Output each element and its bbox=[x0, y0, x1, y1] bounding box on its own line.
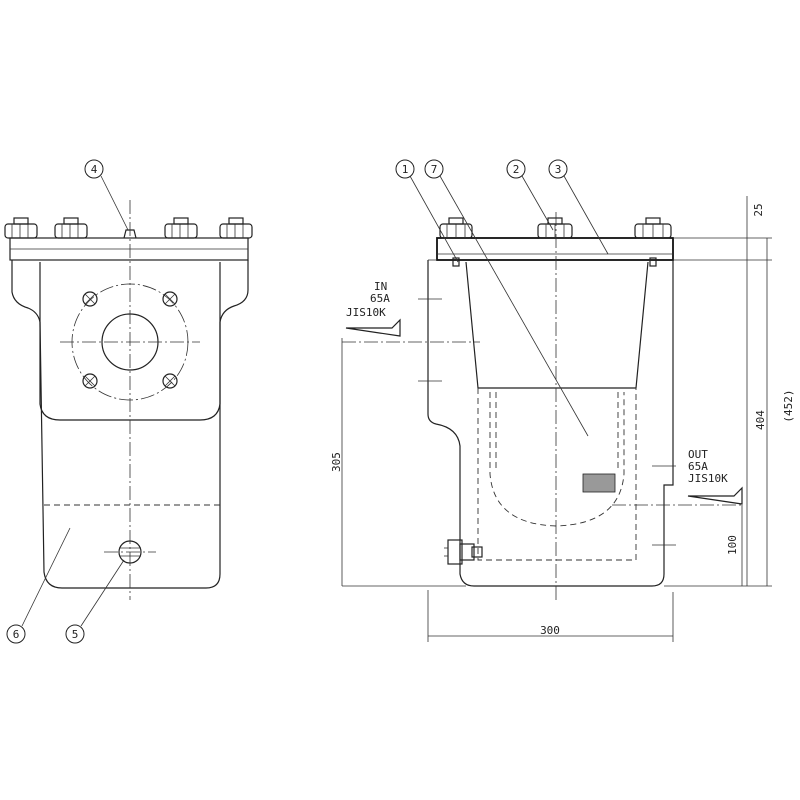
front-knob-2 bbox=[54, 217, 88, 239]
front-body bbox=[11, 260, 249, 589]
front-view bbox=[4, 175, 253, 627]
callout-3: 3 bbox=[548, 159, 568, 179]
callout-1: 1 bbox=[395, 159, 415, 179]
svg-text:4: 4 bbox=[91, 163, 98, 176]
side-knob-1 bbox=[439, 217, 473, 239]
dim-452: (452) bbox=[782, 389, 795, 422]
dimension-lines bbox=[341, 196, 772, 642]
dim-300: 300 bbox=[540, 624, 560, 637]
outlet-size: 65A bbox=[688, 460, 708, 473]
inlet-label: IN bbox=[374, 280, 387, 293]
side-knob-3 bbox=[634, 217, 672, 239]
mesh-patch bbox=[582, 473, 616, 493]
callout-5: 5 bbox=[65, 624, 85, 644]
front-knob-4 bbox=[219, 217, 253, 239]
outlet-label: OUT bbox=[688, 448, 708, 461]
side-body bbox=[427, 260, 674, 587]
drain-valve bbox=[444, 539, 483, 565]
inlet-flow-arrow bbox=[345, 318, 401, 337]
strainer-screen bbox=[477, 388, 637, 561]
dim-100: 100 bbox=[726, 535, 739, 555]
flange-bolt-holes bbox=[82, 291, 178, 389]
svg-text:1: 1 bbox=[402, 163, 409, 176]
dim-305: 305 bbox=[330, 452, 343, 472]
strainer-basket-top bbox=[465, 261, 649, 389]
outlet-standard: JIS10K bbox=[688, 472, 728, 485]
inlet-standard: JIS10K bbox=[346, 306, 386, 319]
callout-2: 2 bbox=[506, 159, 526, 179]
svg-text:5: 5 bbox=[72, 628, 79, 641]
callout-7: 7 bbox=[424, 159, 444, 179]
front-knob-1 bbox=[4, 217, 38, 239]
front-knob-3 bbox=[164, 217, 198, 239]
side-view bbox=[342, 175, 743, 600]
svg-text:7: 7 bbox=[431, 163, 438, 176]
callout-6: 6 bbox=[6, 624, 26, 644]
svg-text:2: 2 bbox=[513, 163, 520, 176]
side-knob-2 bbox=[537, 217, 573, 239]
svg-text:3: 3 bbox=[555, 163, 562, 176]
inlet-size: 65A bbox=[370, 292, 390, 305]
callout-4: 4 bbox=[84, 159, 104, 179]
side-cover-plate bbox=[436, 237, 674, 261]
dim-25: 25 bbox=[752, 203, 765, 216]
outlet-flow-arrow bbox=[687, 486, 743, 505]
svg-text:6: 6 bbox=[13, 628, 20, 641]
dim-404: 404 bbox=[754, 410, 767, 430]
